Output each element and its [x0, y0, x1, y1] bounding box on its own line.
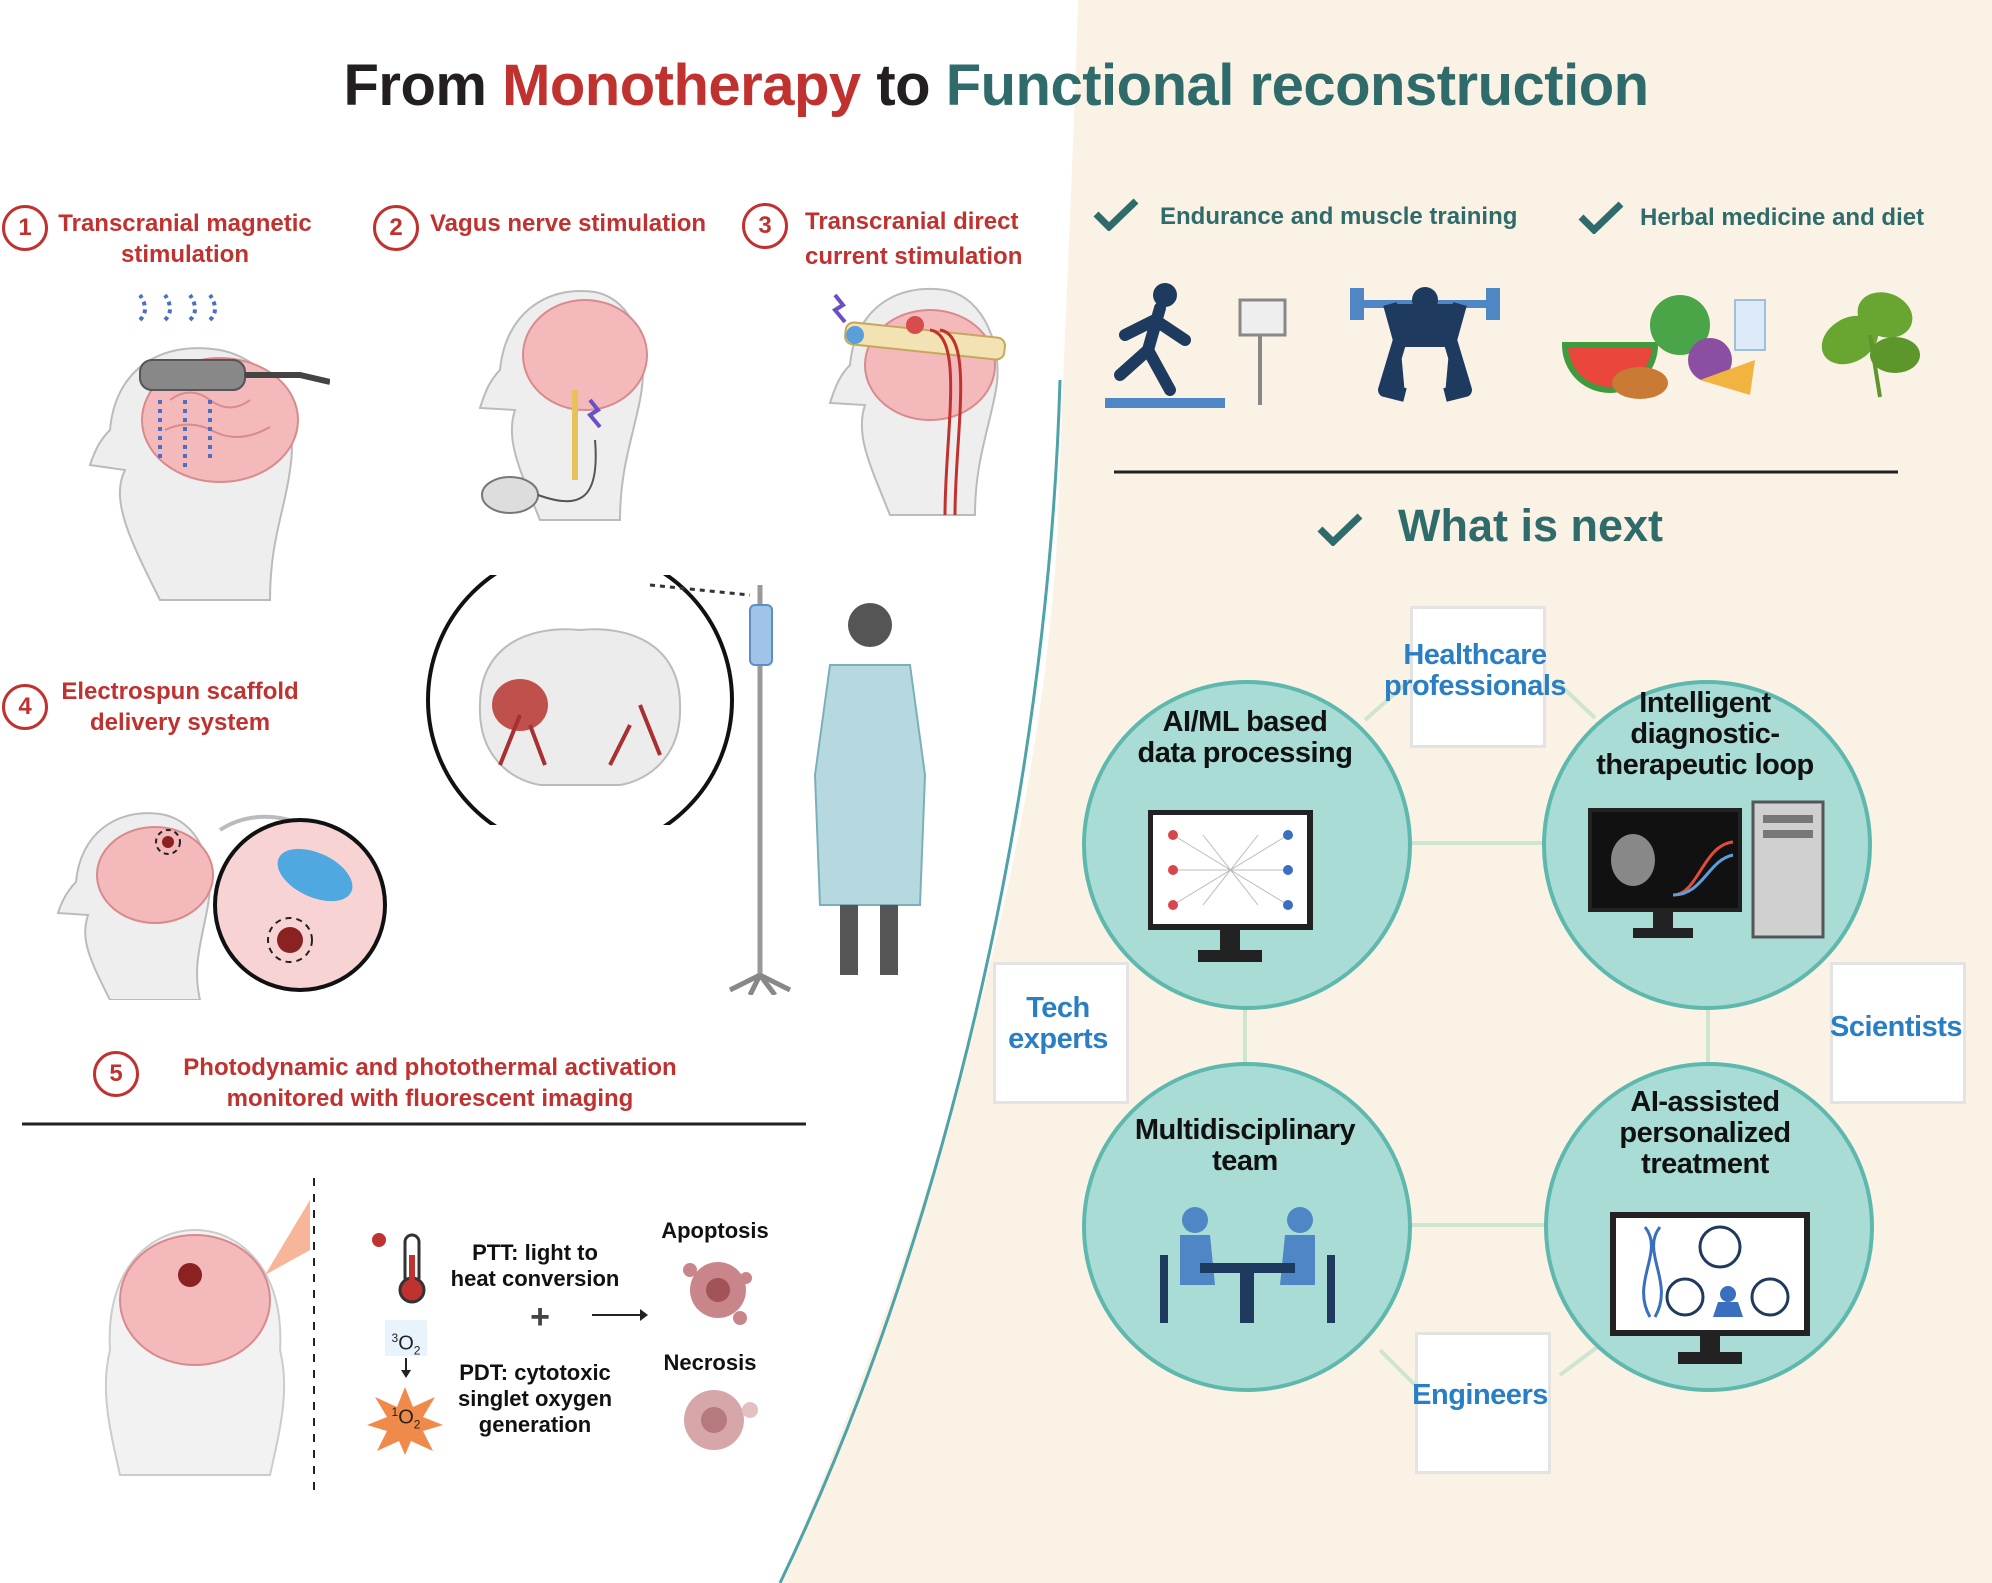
laser-head-illustration: [104, 1200, 310, 1476]
thermometer-icon: [372, 1233, 426, 1304]
title-to: to: [876, 53, 931, 118]
team-meeting-icon: [1160, 1207, 1335, 1323]
herbal-label: Herbal medicine and diet: [1640, 204, 1925, 231]
check-icon-next: [1317, 513, 1363, 546]
personalized-treatment-monitor-icon: [1610, 1212, 1810, 1364]
number-badge-5: 5: [93, 1051, 139, 1097]
number-badge-3: 3: [742, 203, 788, 249]
what-is-next-heading: What is next: [1398, 500, 1664, 551]
diagnostic-computer-icon: [1588, 800, 1825, 939]
main-title: From Monotherapy to Functional reconstru…: [0, 52, 1992, 119]
label-vns: Vagus nerve stimulation: [430, 210, 707, 237]
herb-leaf-icon: [1821, 292, 1920, 398]
vns-head-illustration: [478, 290, 648, 521]
title-monotherapy: Monotherapy: [502, 53, 861, 118]
triplet-oxygen: 3O2: [385, 1320, 427, 1358]
down-arrow-icon: [401, 1358, 411, 1378]
apoptosis-label: Apoptosis: [661, 1218, 769, 1243]
necrosis-cell-icon: [684, 1390, 758, 1450]
engineers-label: Engineers: [1412, 1379, 1548, 1411]
healthcare-card: [1410, 606, 1546, 748]
title-from: From: [343, 53, 487, 118]
engineers-card: [1415, 1332, 1551, 1474]
neural-network-monitor-icon: [1148, 810, 1313, 962]
apoptosis-cell-icon: [683, 1262, 752, 1325]
scientists-card: [1830, 962, 1966, 1104]
weightlifting-icon: [1350, 287, 1500, 402]
tms-head-illustration: [88, 293, 330, 601]
singlet-oxygen-burst: [367, 1387, 443, 1455]
title-functional-reconstruction: Functional reconstruction: [945, 53, 1649, 118]
hub-team-circle: [1082, 1062, 1412, 1392]
tdcs-head-illustration: [828, 287, 1006, 516]
number-badge-2: 2: [373, 205, 419, 251]
label-photo-activation: Photodynamic and photothermal activation…: [183, 1054, 677, 1112]
plus-sign: +: [530, 1298, 550, 1336]
endurance-label: Endurance and muscle training: [1160, 203, 1518, 230]
check-icon-herbal: [1578, 201, 1624, 234]
arrow-icon: [592, 1309, 648, 1321]
singlet-oxygen: 1O2: [391, 1405, 421, 1432]
patient-iv-illustration: [728, 585, 927, 995]
treadmill-icon: [1105, 283, 1287, 408]
brain-zoom-illustration: [426, 575, 751, 825]
scaffold-illustration: [56, 812, 387, 1000]
food-icon: [1561, 295, 1766, 399]
number-badge-4: 4: [2, 684, 48, 730]
number-badge-1: 1: [2, 205, 48, 251]
tech-card: [993, 962, 1129, 1104]
check-icon-endurance: [1093, 198, 1139, 231]
scientists-label: Scientists: [1830, 1011, 1963, 1043]
necrosis-label: Necrosis: [663, 1350, 757, 1375]
